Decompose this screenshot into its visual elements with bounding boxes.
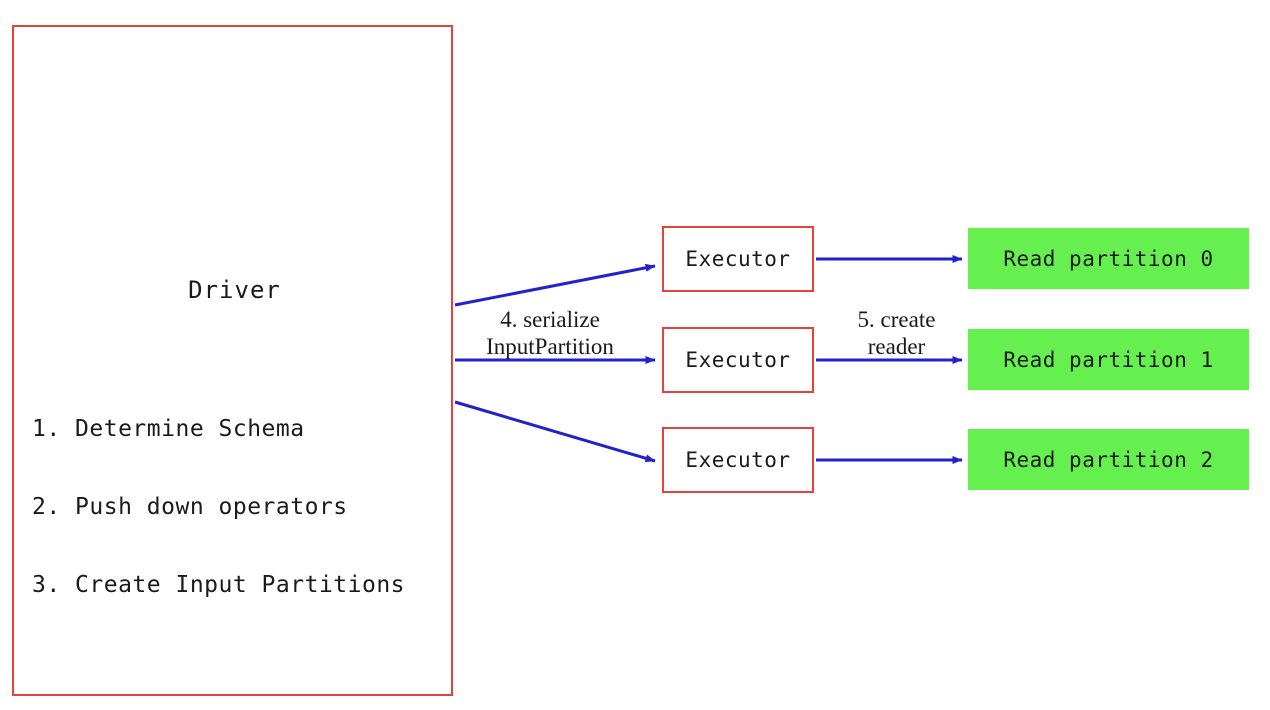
driver-steps-list: 1. Determine Schema 2. Push down operato… <box>32 364 452 650</box>
partition-box-2: Read partition 2 <box>968 429 1249 490</box>
edge-label-create-reader: 5. create reader <box>834 306 959 360</box>
driver-step-3: 3. Create Input Partitions <box>32 572 406 598</box>
edge-label-serialize-line2: InputPartition <box>486 334 614 359</box>
executor-box-0: Executor <box>662 226 814 292</box>
edge-label-serialize: 4. serialize InputPartition <box>460 306 640 360</box>
executor-box-2: Executor <box>662 427 814 493</box>
partition-box-1: Read partition 1 <box>968 329 1249 390</box>
driver-step-1: 1. Determine Schema <box>32 416 305 442</box>
edge-label-create-reader-line1: 5. create <box>857 307 936 332</box>
driver-step-2: 2. Push down operators <box>32 494 348 520</box>
driver-title: Driver <box>188 276 281 304</box>
partition-box-0: Read partition 0 <box>968 228 1249 289</box>
arrow-driver-to-executor-0 <box>454 263 656 307</box>
driver-box: Driver 1. Determine Schema 2. Push down … <box>12 25 453 696</box>
edge-label-create-reader-line2: reader <box>867 334 926 359</box>
arrow-driver-to-executor-2 <box>454 400 656 463</box>
executor-box-1: Executor <box>662 327 814 393</box>
edge-label-serialize-line1: 4. serialize <box>500 307 600 332</box>
